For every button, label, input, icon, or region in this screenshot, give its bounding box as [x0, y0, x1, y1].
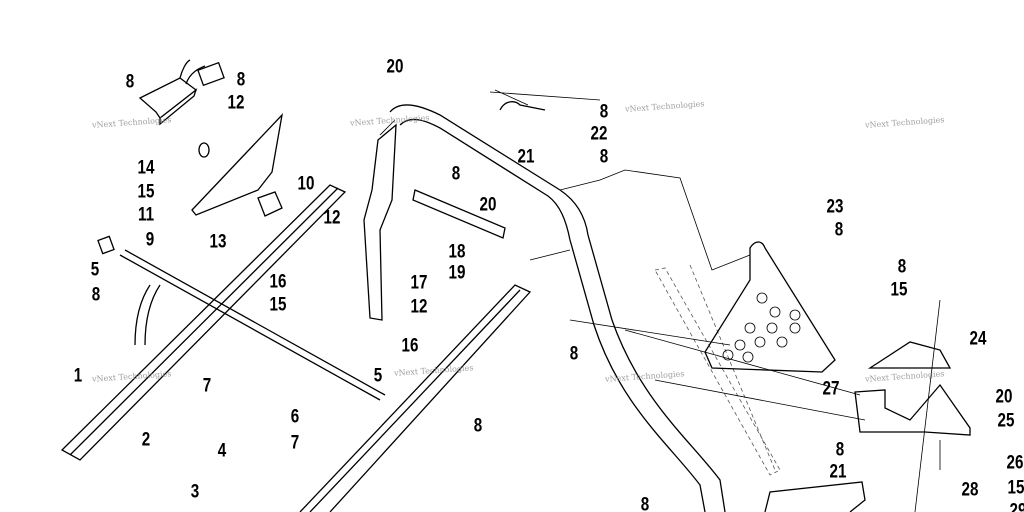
- callout: 17: [410, 272, 428, 294]
- callout: 7: [290, 432, 300, 454]
- callout: 28: [961, 479, 979, 501]
- relay: [257, 191, 283, 217]
- callout: 24: [969, 328, 987, 350]
- callout: 26: [1006, 452, 1024, 474]
- callout: 16: [269, 271, 287, 293]
- lower-bracket: [764, 481, 866, 512]
- cap: [97, 235, 115, 255]
- callout: 15: [890, 279, 908, 301]
- callout: 8: [451, 163, 461, 185]
- callout: 15: [137, 181, 155, 203]
- hook: [499, 101, 546, 111]
- cross-bracket: [412, 189, 506, 239]
- shield-24: [867, 341, 952, 369]
- callout: 8: [599, 146, 609, 168]
- callout: 27: [822, 378, 840, 400]
- lower-rail: [299, 284, 532, 512]
- callout: 3: [190, 481, 200, 503]
- callout: 8: [236, 69, 246, 91]
- callout: 1: [73, 365, 83, 387]
- callout: 8: [91, 284, 101, 306]
- callout: 21: [829, 461, 847, 483]
- assembly-lines: [379, 89, 941, 512]
- callout: 8: [599, 101, 609, 123]
- callout: 15: [269, 294, 287, 316]
- control-module: [138, 59, 225, 126]
- bar-bend: [134, 284, 161, 346]
- callout: 8: [473, 415, 483, 437]
- frame-tube: [389, 104, 726, 512]
- callout: 18: [448, 241, 466, 263]
- callout: 16: [401, 335, 419, 357]
- callout: 21: [517, 146, 535, 168]
- callout: 20: [995, 386, 1013, 408]
- callout: 19: [448, 262, 466, 284]
- callout: 14: [137, 157, 155, 179]
- callout: 8: [569, 343, 579, 365]
- side-rail: [60, 184, 347, 461]
- callout: 5: [90, 259, 100, 281]
- callout: 8: [897, 256, 907, 278]
- callout: 29: [1009, 500, 1024, 512]
- callout: 7: [202, 375, 212, 397]
- callout: 12: [410, 296, 428, 318]
- bar: [119, 249, 386, 401]
- callout: 20: [479, 194, 497, 216]
- upright-bracket: [363, 123, 397, 321]
- callout: 8: [835, 439, 845, 461]
- callout: 10: [297, 173, 315, 195]
- callout: 9: [145, 229, 155, 251]
- grommet: [198, 142, 210, 158]
- callout: 8: [640, 494, 650, 512]
- callout: 6: [290, 406, 300, 428]
- callout: 12: [227, 92, 245, 114]
- vent-holes: [722, 292, 801, 363]
- callout: 8: [834, 219, 844, 241]
- callout: 20: [386, 56, 404, 78]
- callout: 2: [141, 429, 151, 451]
- bracket-25: [854, 383, 971, 436]
- callout: 23: [826, 196, 844, 218]
- mounting-plate: [191, 112, 284, 216]
- vent-plate: [704, 241, 836, 373]
- callout: 8: [125, 71, 135, 93]
- dashed-plate: [654, 264, 781, 476]
- callout: 11: [137, 204, 155, 226]
- callout: 13: [209, 231, 227, 253]
- callout: 4: [217, 440, 227, 462]
- callout: 5: [373, 365, 383, 387]
- callout: 25: [997, 410, 1015, 432]
- callout: 12: [323, 207, 341, 229]
- callout: 15: [1007, 477, 1024, 499]
- callout: 22: [590, 123, 608, 145]
